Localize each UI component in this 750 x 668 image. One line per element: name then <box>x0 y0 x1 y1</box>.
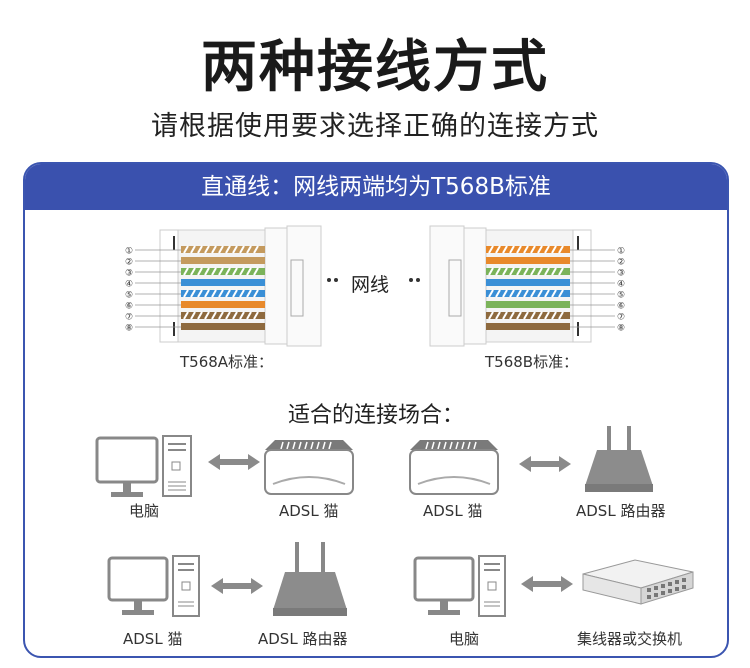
wire-5 <box>181 290 265 297</box>
pin-number-4: ④ <box>125 280 133 290</box>
wire-7 <box>181 312 265 319</box>
pc-icon <box>95 435 192 497</box>
wire-2 <box>181 257 265 264</box>
scenario-3-left-label: ADSL 猫 <box>123 630 183 648</box>
wire-3 <box>486 268 570 275</box>
pin-number-1: ① <box>125 247 133 257</box>
wire-6 <box>181 301 265 308</box>
page-subtitle: 请根据使用要求选择正确的连接方式 <box>151 111 599 142</box>
scenario-row-2 <box>107 542 694 617</box>
pin-number-7: ⑦ <box>125 313 133 323</box>
wire-6 <box>486 301 570 308</box>
left-standard-label: T568A标准： <box>180 353 274 371</box>
section-title: 适合的连接场合： <box>287 403 464 428</box>
pin-number-3: ③ <box>125 269 133 279</box>
pc-icon <box>107 555 200 617</box>
adsl-modem-icon <box>264 440 354 495</box>
wire-4 <box>181 279 265 286</box>
wire-5 <box>486 290 570 297</box>
pin-number-2: ② <box>125 258 133 268</box>
router-icon <box>585 426 653 492</box>
switch-icon <box>582 559 694 605</box>
pin-number-1: ① <box>617 247 625 257</box>
router-icon <box>273 542 347 616</box>
pin-number-6: ⑥ <box>125 302 133 312</box>
double-arrow-icon <box>521 576 573 592</box>
double-arrow-icon <box>519 456 571 472</box>
pin-number-4: ④ <box>617 280 625 290</box>
pin-number-5: ⑤ <box>617 291 625 301</box>
pin-number-6: ⑥ <box>617 302 625 312</box>
wire-1 <box>181 246 265 253</box>
scenario-2-right-label: ADSL 路由器 <box>576 502 666 520</box>
pin-number-8: ⑧ <box>617 324 625 334</box>
wire-8 <box>486 323 570 330</box>
scenario-4-left-label: 电脑 <box>449 630 480 648</box>
wire-7 <box>486 312 570 319</box>
adsl-modem-icon <box>409 440 499 495</box>
wire-8 <box>181 323 265 330</box>
scenario-1-left-label: 电脑 <box>129 502 160 520</box>
right-standard-label: T568B标准： <box>485 353 579 371</box>
standard-banner: 直通线：网线两端均为T568B标准 <box>25 164 727 210</box>
pin-number-3: ③ <box>617 269 625 279</box>
scenario-row-1 <box>95 426 653 497</box>
cable-label: 网线 <box>351 274 390 296</box>
double-arrow-icon <box>208 454 260 470</box>
pc-icon <box>413 555 506 617</box>
scenario-3-right-label: ADSL 路由器 <box>258 630 348 648</box>
page-title: 两种接线方式 <box>201 35 549 100</box>
pin-number-5: ⑤ <box>125 291 133 301</box>
pin-number-2: ② <box>617 258 625 268</box>
wire-2 <box>486 257 570 264</box>
scenario-4-right-label: 集线器或交换机 <box>577 630 683 648</box>
pin-number-7: ⑦ <box>617 313 625 323</box>
scenario-2-left-label: ADSL 猫 <box>423 502 483 520</box>
wire-3 <box>181 268 265 275</box>
double-arrow-icon <box>211 578 263 594</box>
wire-1 <box>486 246 570 253</box>
scenario-1-right-label: ADSL 猫 <box>279 502 339 520</box>
wire-4 <box>486 279 570 286</box>
pin-number-8: ⑧ <box>125 324 133 334</box>
